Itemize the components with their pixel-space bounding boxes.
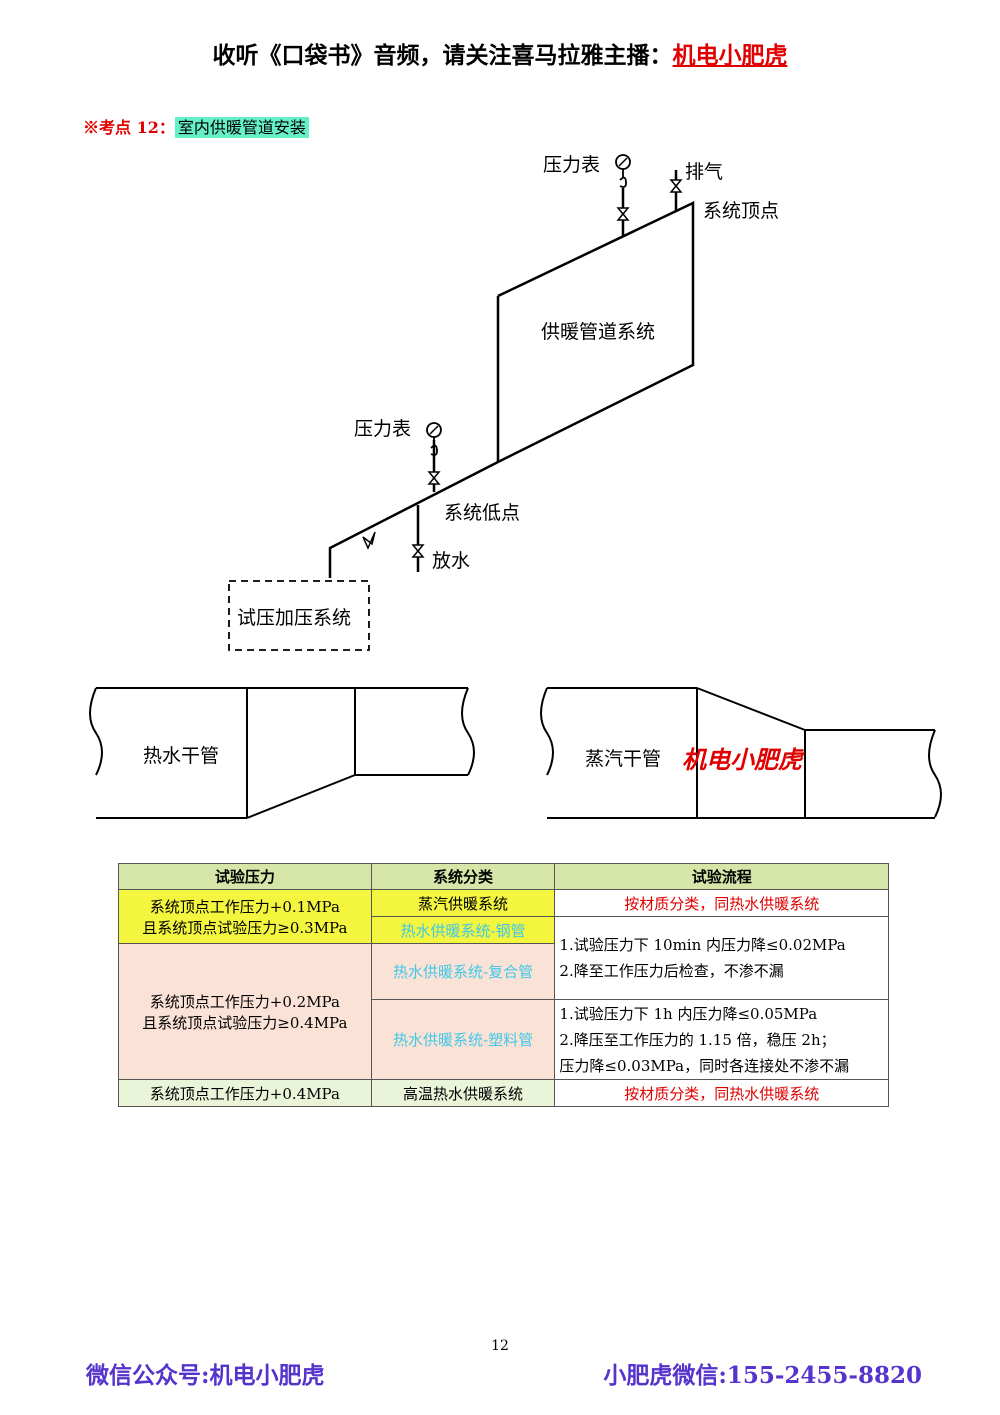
pressure-cell-1: 系统顶点工作压力+0.1MPa 且系统顶点试验压力≥0.3MPa: [118, 889, 372, 944]
label-system: 供暖管道系统: [541, 321, 655, 343]
pressurize-box: [228, 580, 370, 651]
section-tag: ※考点 12：: [83, 118, 175, 137]
valve-vent: [669, 179, 683, 193]
pressure-cell-3: 系统顶点工作压力+0.4MPa: [118, 1079, 372, 1107]
header-pressure: 试验压力: [118, 863, 372, 890]
section-heading: ※考点 12：室内供暖管道安装: [83, 114, 309, 138]
table-row: 热水供暖系统-钢管 1.试验压力下 10min 内压力降≤0.02MPa 2.降…: [119, 916, 889, 1000]
system-top-pipe: [497, 201, 695, 464]
type-composite: 热水供暖系统-复合管: [370, 943, 556, 1000]
header-type: 系统分类: [370, 863, 556, 890]
flow-high-temp: 按材质分类，同热水供暖系统: [554, 1079, 889, 1107]
label-steam-main: 蒸汽干管: [585, 748, 661, 770]
footer-wechat-contact: 小肥虎微信:155-2455-8820: [603, 1362, 922, 1389]
label-hot-water-main: 热水干管: [143, 745, 219, 767]
watermark: 机电小肥虎: [682, 746, 805, 774]
low-pipe: [328, 460, 499, 578]
label-pressurize: 试压加压系统: [237, 607, 351, 629]
label-top-point: 系统顶点: [703, 200, 779, 222]
type-high-temp: 高温热水供暖系统: [370, 1079, 556, 1107]
label-low-point: 系统低点: [444, 502, 520, 524]
table-row: 系统顶点工作压力+0.2MPa 且系统顶点试验压力≥0.4MPa 热水供暖系统-…: [118, 943, 889, 1080]
label-drain: 放水: [432, 550, 470, 572]
type-plastic: 热水供暖系统-塑料管: [370, 999, 556, 1080]
pressure-cell-2: 系统顶点工作压力+0.2MPa 且系统顶点试验压力≥0.4MPa: [118, 943, 372, 1080]
steam-pipe: [540, 687, 942, 819]
heating-pipe-diagram: 压力表 排气 系统顶点 供暖管道系统 压力表 系统低点 放水 试压加压系统 热水…: [89, 154, 942, 819]
label-gauge-top: 压力表: [543, 154, 600, 176]
table-row: 系统顶点工作压力+0.4MPa 高温热水供暖系统 按材质分类，同热水供暖系统: [118, 1079, 889, 1107]
flow-metal: 1.试验压力下 10min 内压力降≤0.02MPa 2.降至工作压力后检查，不…: [554, 916, 889, 1000]
flow-steam: 按材质分类，同热水供暖系统: [554, 889, 889, 917]
header-text: 收听《口袋书》音频，请关注喜马拉雅主播：: [212, 42, 673, 69]
valve-inlet: [362, 531, 376, 550]
type-steam: 蒸汽供暖系统: [370, 889, 556, 917]
valves: [362, 179, 683, 558]
hot-water-pipe: [89, 687, 475, 819]
header-brand: 机电小肥虎: [672, 42, 788, 69]
table-header-row: 试验压力 系统分类 试验流程: [118, 863, 889, 890]
valve-drain: [411, 544, 425, 558]
table-row: 系统顶点工作压力+0.1MPa 且系统顶点试验压力≥0.3MPa 蒸汽供暖系统 …: [118, 889, 889, 944]
label-gauge-low: 压力表: [354, 418, 411, 440]
page-number: 12: [491, 1338, 509, 1354]
type-steel: 热水供暖系统-钢管: [370, 916, 556, 944]
header-flow: 试验流程: [554, 863, 889, 890]
flow-plastic: 1.试验压力下 1h 内压力降≤0.05MPa 2.降压至工作压力的 1.15 …: [554, 999, 889, 1080]
section-topic: 室内供暖管道安装: [174, 117, 309, 138]
footer-wechat-account: 微信公众号:机电小肥虎: [86, 1362, 325, 1389]
valve-top-gauge: [616, 207, 630, 221]
valve-low-gauge: [427, 471, 441, 485]
page-header: 收听《口袋书》音频，请关注喜马拉雅主播：机电小肥虎: [0, 36, 1000, 70]
label-vent: 排气: [685, 161, 723, 183]
pressure-test-table: 试验压力 系统分类 试验流程 系统顶点工作压力+0.1MPa 且系统顶点试验压力…: [118, 863, 889, 1107]
table-row: 热水供暖系统-塑料管 1.试验压力下 1h 内压力降≤0.05MPa 2.降压至…: [119, 999, 889, 1080]
